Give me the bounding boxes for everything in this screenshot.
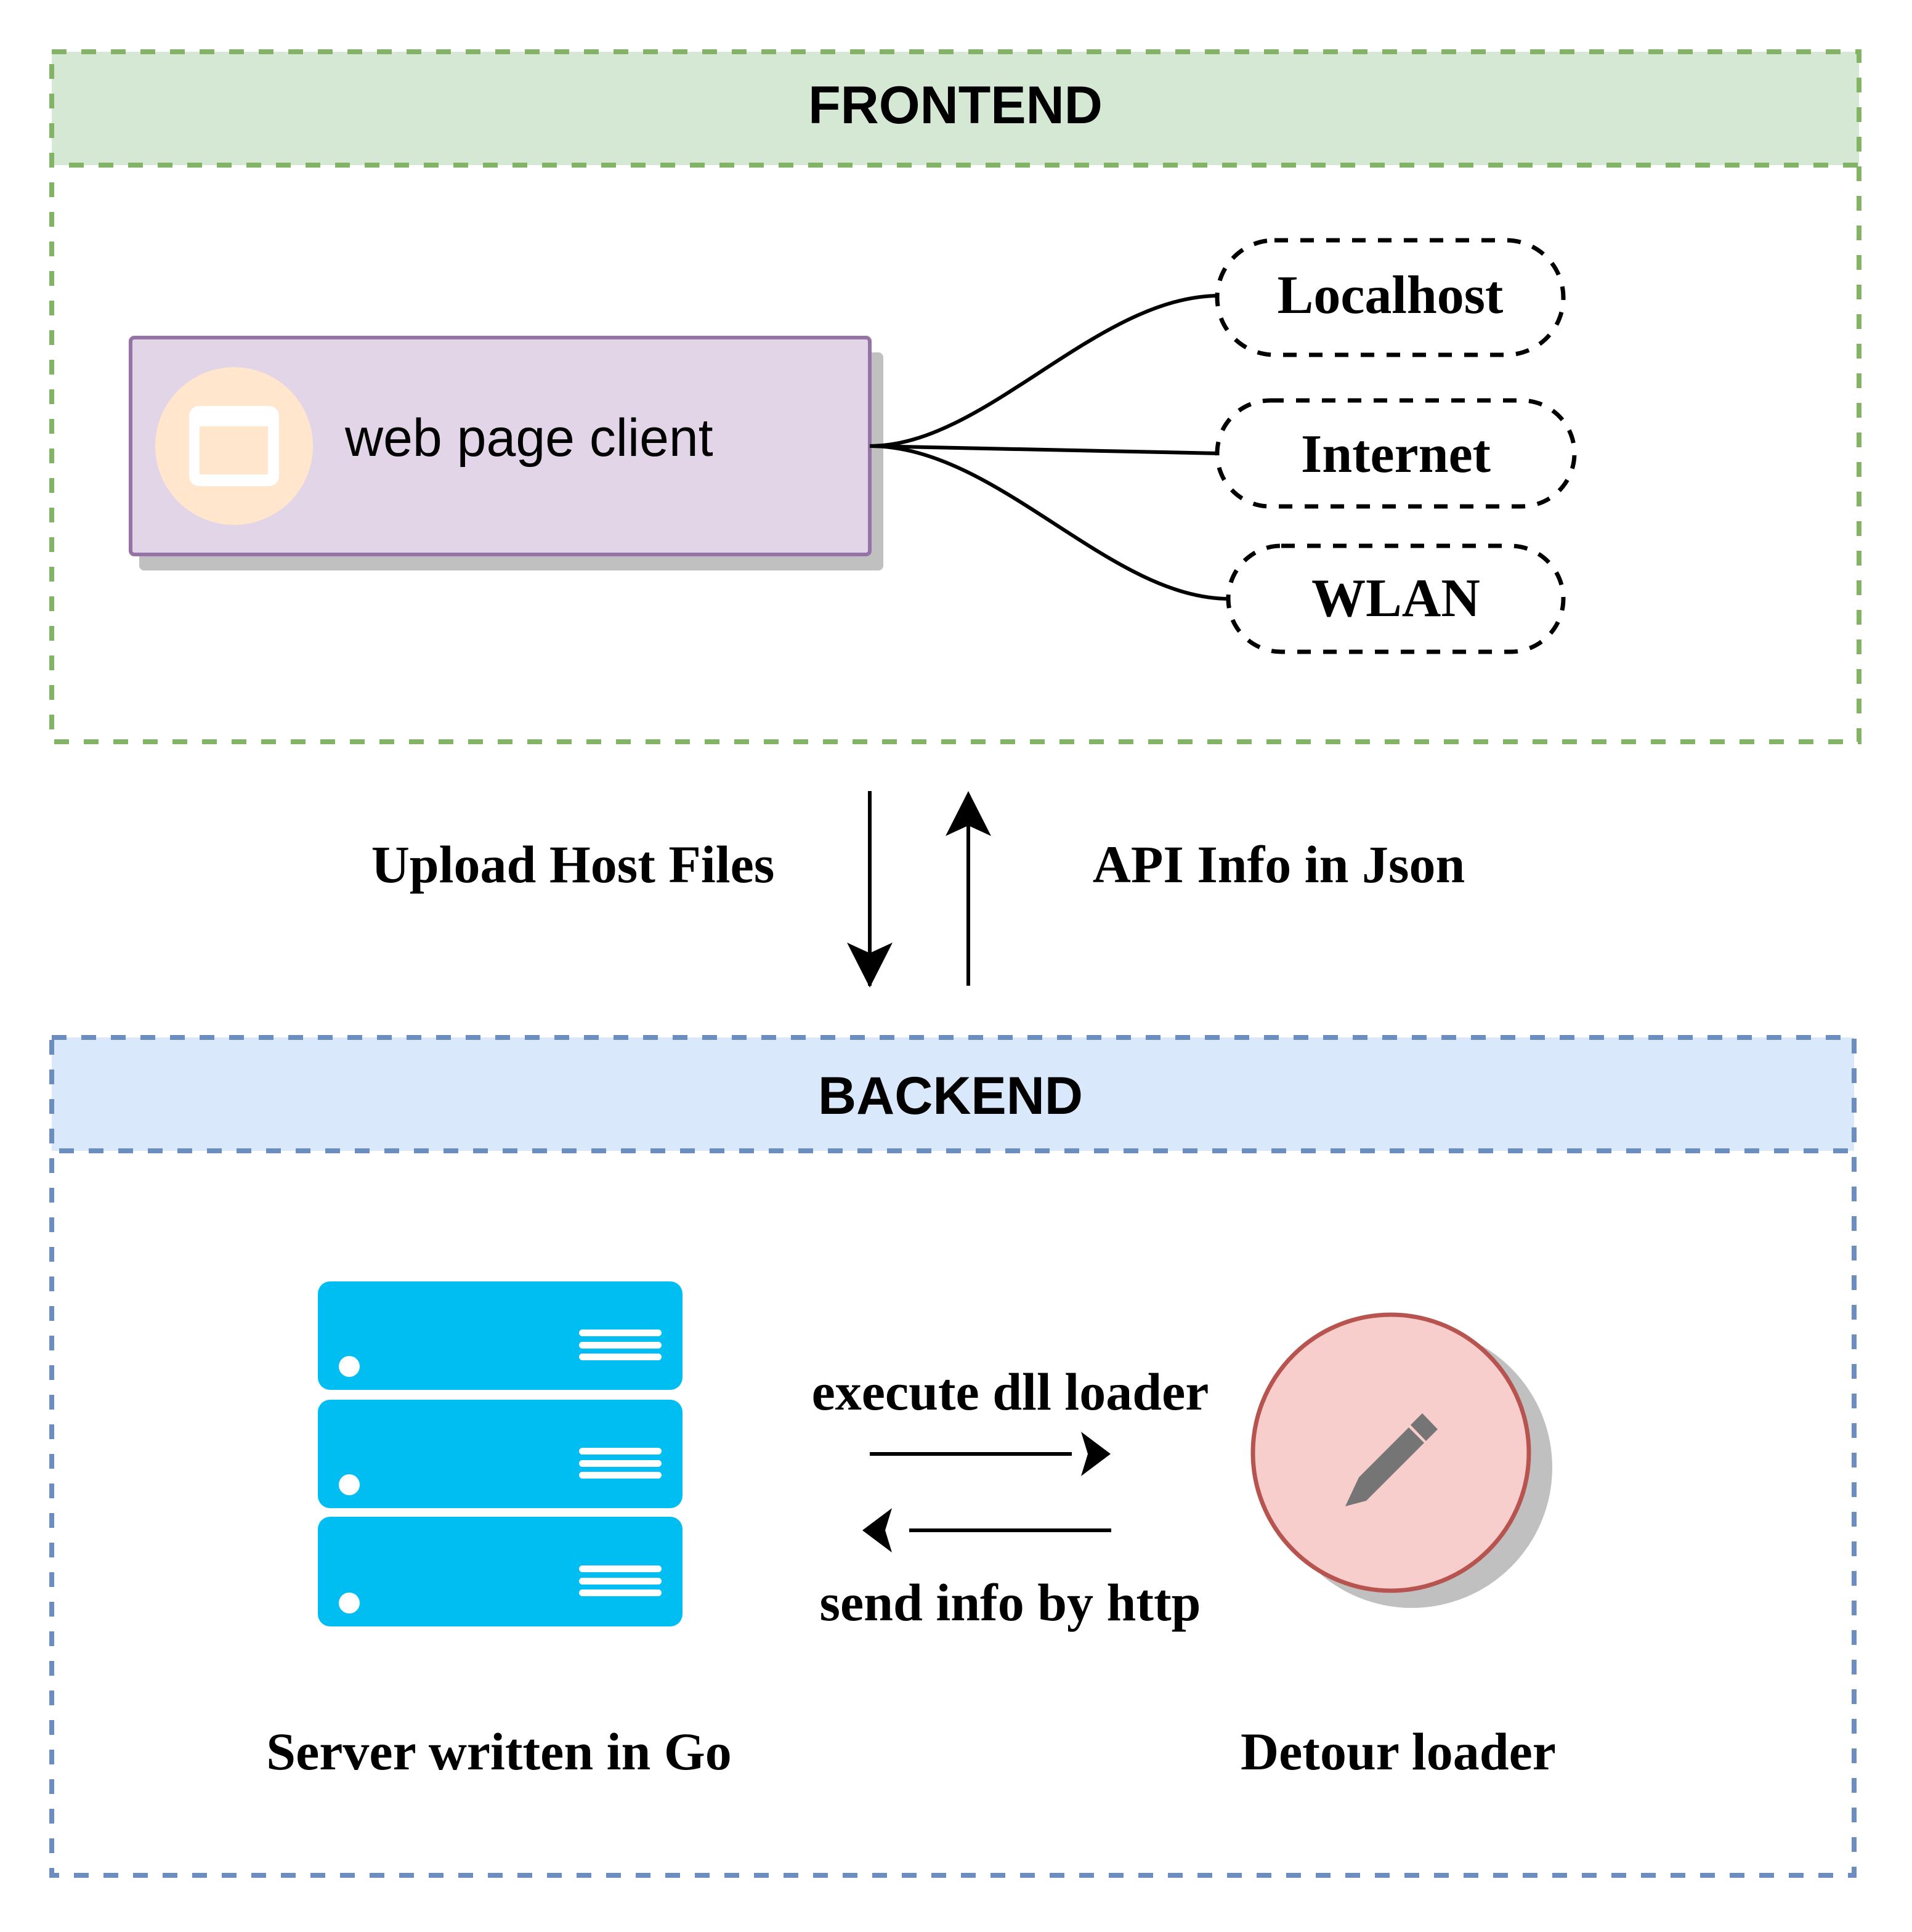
- client-connectors: [869, 294, 1230, 601]
- target-localhost[interactable]: Localhost: [1215, 238, 1566, 357]
- execute-label: execute dll loader: [812, 1362, 1209, 1421]
- server-rack-icon: [318, 1281, 683, 1626]
- inter-tier-flows: Upload Host Files API Info in Json: [371, 791, 1465, 988]
- web-page-client-node[interactable]: web page client: [129, 336, 883, 570]
- connector-wlan: [869, 444, 1230, 601]
- backend-title: BACKEND: [818, 1066, 1083, 1126]
- target-wlan-label: WLAN: [1311, 569, 1480, 628]
- backend-header: [49, 1035, 1857, 1153]
- send-info-arrowhead-icon: [862, 1508, 892, 1552]
- server-node[interactable]: Server written in Go: [266, 1281, 732, 1781]
- execute-arrowhead-icon: [1081, 1432, 1111, 1476]
- api-arrowhead-icon: [946, 791, 991, 836]
- loader-label: Detour loader: [1241, 1722, 1556, 1781]
- detour-loader-node[interactable]: Detour loader: [1241, 1312, 1556, 1781]
- target-localhost-label: Localhost: [1278, 266, 1504, 325]
- server-label: Server written in Go: [266, 1722, 732, 1781]
- pencil-icon: [1345, 1413, 1438, 1506]
- api-label: API Info in Json: [1093, 835, 1465, 894]
- connector-internet: [869, 444, 1220, 455]
- send-info-label: send info by http: [820, 1573, 1201, 1632]
- frontend-header: [49, 49, 1861, 168]
- frontend-title: FRONTEND: [808, 76, 1103, 135]
- client-label: web page client: [344, 408, 713, 468]
- upload-arrowhead-icon: [847, 943, 893, 988]
- connector-localhost: [869, 294, 1220, 448]
- target-wlan[interactable]: WLAN: [1226, 543, 1566, 654]
- backend-flows: execute dll loader send info by http: [812, 1362, 1209, 1632]
- target-internet-label: Internet: [1301, 424, 1491, 484]
- target-internet[interactable]: Internet: [1215, 398, 1577, 509]
- browser-window-icon: [155, 367, 313, 525]
- upload-label: Upload Host Files: [371, 835, 775, 894]
